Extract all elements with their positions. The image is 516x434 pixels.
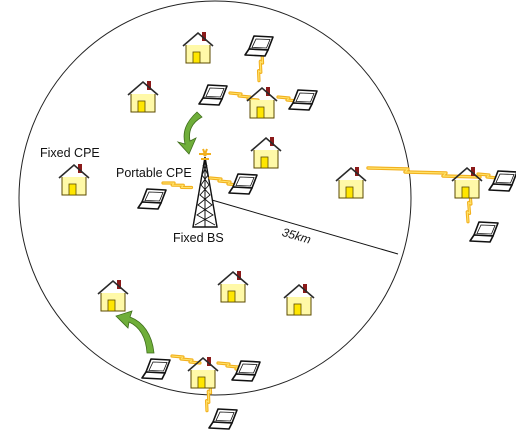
portable-cpe-label: Portable CPE — [116, 166, 192, 180]
coverage-area-circle — [18, 0, 412, 396]
movement-arrow-icon — [176, 111, 203, 155]
fixed-cpe-label: Fixed CPE — [40, 146, 100, 160]
movement-arrow-icon — [115, 310, 155, 354]
house-icon — [58, 31, 483, 389]
base-station-tower-icon — [192, 148, 218, 228]
coverage-radius-line — [204, 197, 399, 255]
fixed-bs-label: Fixed BS — [173, 231, 224, 245]
